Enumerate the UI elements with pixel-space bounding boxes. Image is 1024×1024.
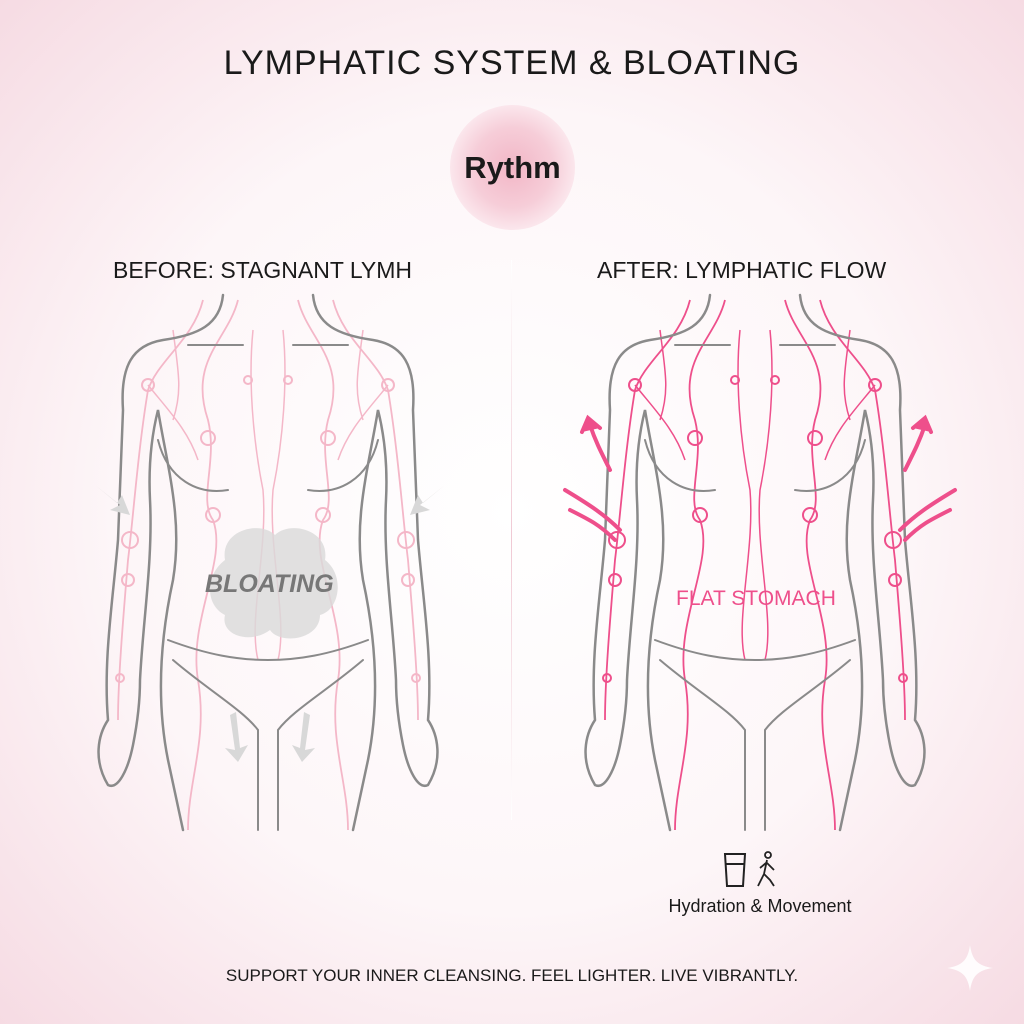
flat-stomach-label: FLAT STOMACH — [676, 587, 836, 610]
tagline: SUPPORT YOUR INNER CLEANSING. FEEL LIGHT… — [225, 966, 799, 985]
after-body-outline — [584, 293, 926, 832]
stagnation-arrows — [95, 485, 445, 762]
before-heading: BEFORE: STAGNANT LYMH — [113, 257, 413, 283]
after-lymph-vessels — [602, 299, 908, 831]
sparkle-icon — [947, 945, 993, 991]
brand-logo: Rythm — [450, 105, 575, 230]
bloating-cloud — [210, 528, 338, 639]
brand-name: Rythm — [464, 149, 561, 185]
divider — [511, 260, 512, 820]
page-title: LYMPHATIC SYSTEM & BLOATING — [223, 44, 801, 82]
water-glass-icon — [723, 853, 747, 887]
hydration-movement-label: Hydration & Movement — [668, 896, 852, 916]
hydration-movement-icons — [723, 851, 775, 887]
after-heading: AFTER: LYMPHATIC FLOW — [597, 257, 887, 283]
flow-arrows — [563, 414, 957, 542]
walking-person-icon — [757, 851, 775, 887]
bloating-label: BLOATING — [205, 570, 334, 598]
